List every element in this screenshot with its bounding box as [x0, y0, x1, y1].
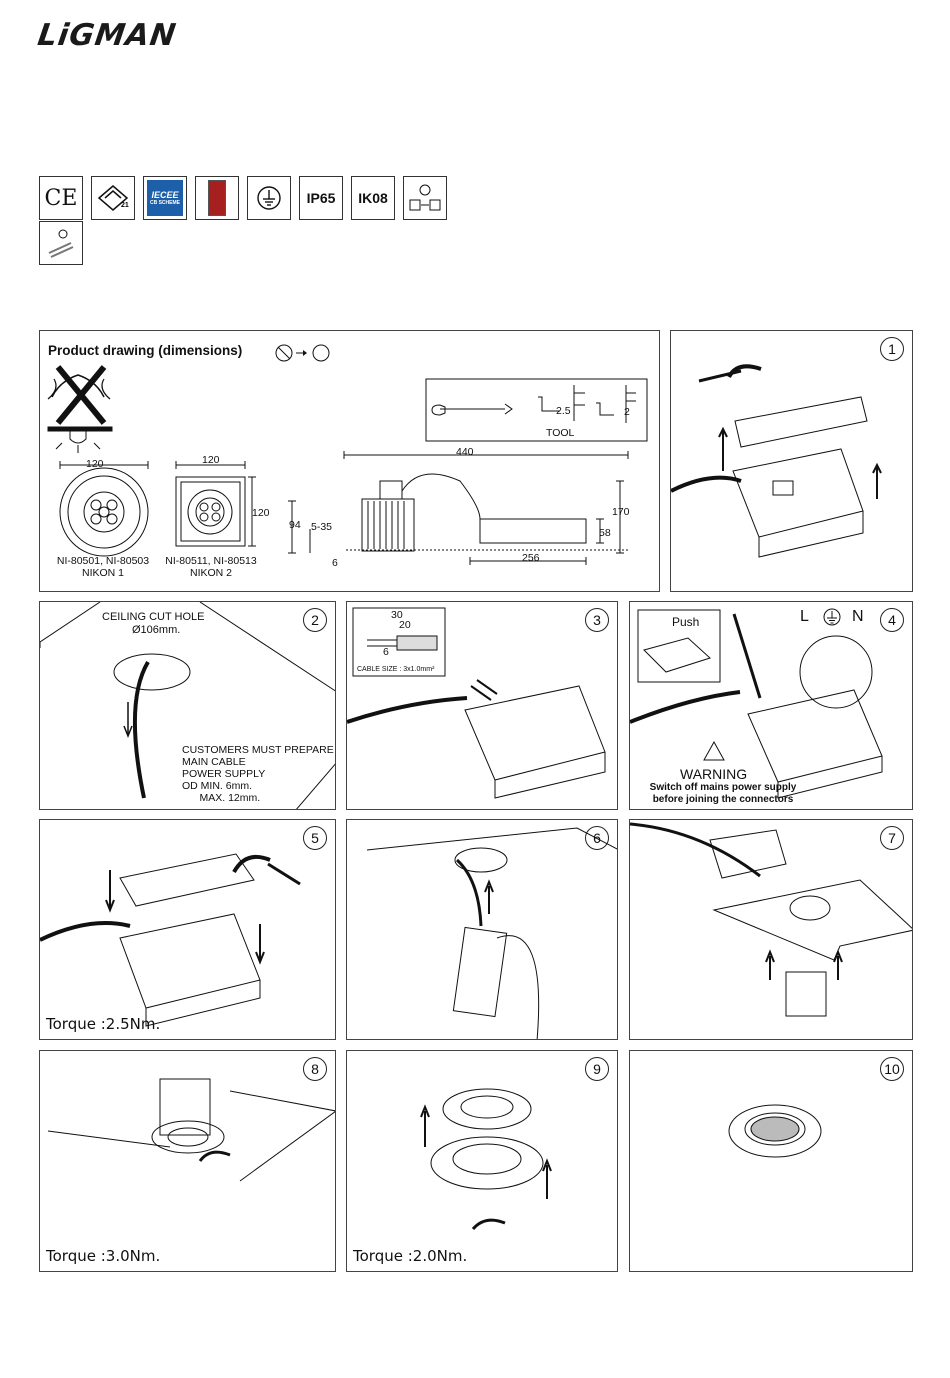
wiring-illustration	[630, 609, 883, 799]
junction-box-close-illustration	[40, 853, 301, 1027]
step-2-panel: 2 CEILING CUT HOLE Ø106mm. CUSTOMERS MUS…	[39, 601, 336, 810]
cable-strip-illustration	[347, 607, 606, 799]
step-number: 7	[880, 826, 904, 850]
luminaire-insertion-illustration	[630, 822, 912, 1017]
strip-length-6: 6	[383, 646, 389, 658]
svg-text:21: 21	[121, 202, 129, 209]
step-8-panel: 8 Torque :3.0Nm.	[39, 1050, 336, 1272]
luminaire-fixing-illustration	[47, 1078, 335, 1182]
strip-length-30: 30	[391, 609, 403, 621]
product-drawing-panel: Product drawing (dimensions)	[39, 330, 660, 592]
ik-rating-icon: IK08	[351, 176, 395, 220]
step-number: 1	[880, 337, 904, 361]
warning-heading: WARNING	[680, 766, 748, 782]
iecee-cb-scheme-icon: IECEE CB SCHEME	[143, 176, 187, 220]
step-number: 8	[303, 1057, 327, 1081]
wrench-to-screw-icon	[275, 344, 330, 362]
intertek-icon	[195, 176, 239, 220]
model1-width: 120	[86, 458, 104, 470]
ip-rating-icon: IP65	[299, 176, 343, 220]
step-number: 9	[585, 1057, 609, 1081]
torque-label: Torque :3.0Nm.	[46, 1247, 161, 1265]
dim-length: 440	[456, 446, 474, 458]
cable-size-label: CABLE SIZE : 3x1.0mm²	[357, 666, 435, 673]
dim-total-height: 170	[612, 506, 630, 518]
push-label: Push	[672, 615, 700, 629]
step-3-panel: 3 30 20 6 CABLE SIZE : 3x1.0mm²	[346, 601, 618, 810]
earth-ground-icon	[247, 176, 291, 220]
step-7-panel: 7	[629, 819, 913, 1040]
step-number: 10	[880, 1057, 904, 1081]
dali-dimming-icon	[403, 176, 447, 220]
nikon2-front-view	[175, 461, 256, 547]
nikon1-front-view	[59, 461, 149, 557]
step-1-panel: 1	[670, 330, 913, 592]
installed-luminaire-illustration	[728, 1104, 822, 1158]
connector-icon	[39, 221, 83, 265]
step-6-panel: 6	[346, 819, 618, 1040]
no-insulation-icon	[47, 365, 113, 453]
wrench-tool-icon	[431, 403, 513, 416]
strip-length-20: 20	[399, 619, 411, 631]
junction-box-open-illustration	[671, 364, 882, 558]
dim-box-length: 256	[522, 552, 540, 564]
ceiling-cut-hole-size: Ø106mm.	[132, 624, 181, 636]
tool-label: TOOL	[546, 427, 575, 439]
dim-box-height: 58	[599, 527, 611, 539]
earth-ground-icon	[823, 608, 841, 631]
step-10-panel: 10	[629, 1050, 913, 1272]
step-4-panel: 4 Push L N WARNING Switch off mains powe…	[629, 601, 913, 810]
product-drawing-title: Product drawing (dimensions)	[48, 343, 243, 358]
tool-dim-1: 2.5	[556, 405, 571, 417]
terminal-n-label: N	[852, 608, 864, 625]
step-9-panel: 9 Torque :2.0Nm.	[346, 1050, 618, 1272]
ceiling-cut-heading: CEILING CUT HOLE	[102, 611, 205, 623]
driver-insertion-illustration	[366, 827, 617, 1039]
step-number: 3	[585, 608, 609, 632]
dim-height: 94	[289, 519, 301, 531]
ce-mark-icon: CE	[39, 176, 83, 220]
tool-dim-2: 2	[624, 406, 630, 418]
product-dimension-drawing	[47, 344, 648, 565]
brand-logo: LiGMAN	[35, 18, 179, 53]
step-number: 2	[303, 608, 327, 632]
ik21-icon: 21	[91, 176, 135, 220]
step-5-panel: 5 Torque :2.5Nm.	[39, 819, 336, 1040]
side-view-drawing	[288, 451, 630, 565]
step-number: 4	[880, 608, 904, 632]
step-number: 5	[303, 826, 327, 850]
terminal-l-label: L	[800, 608, 809, 625]
trim-ring-fixing-illustration	[420, 1088, 552, 1231]
dim-gap: 6	[332, 557, 338, 569]
torque-label: Torque :2.0Nm.	[353, 1247, 468, 1265]
torque-label: Torque :2.5Nm.	[46, 1015, 161, 1033]
ceiling-cut-illustration	[40, 602, 335, 809]
dim-range: 5-35	[311, 521, 333, 533]
model2-width: 120	[202, 454, 220, 466]
model2-height: 120	[252, 507, 270, 519]
